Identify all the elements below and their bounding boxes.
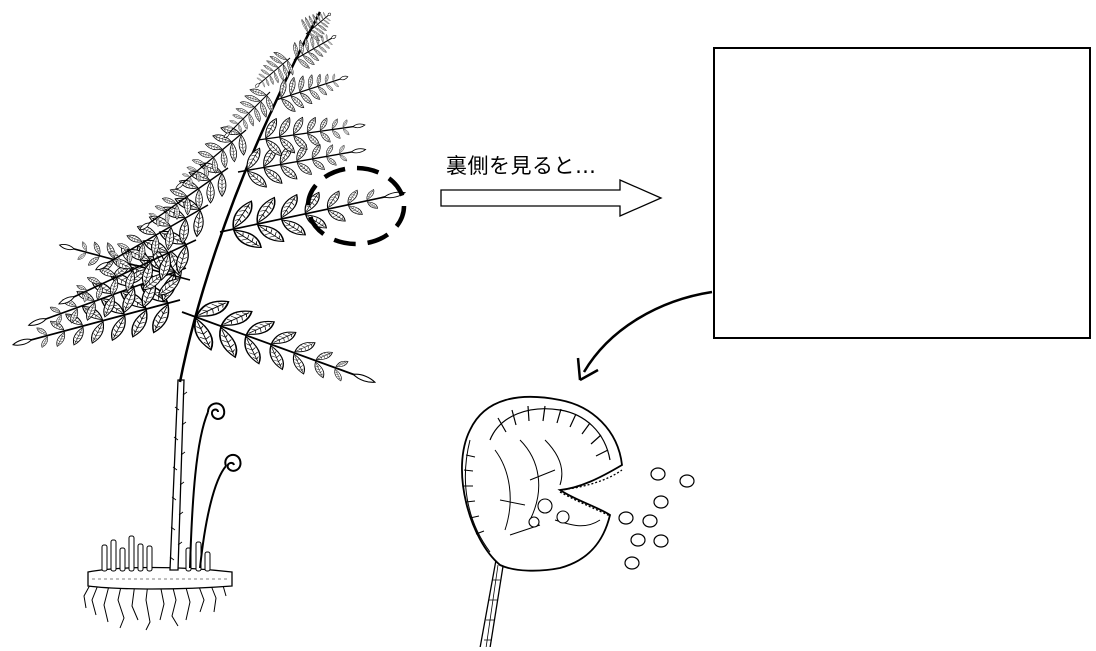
fern-illustration: [6, 1, 410, 631]
answer-box: [713, 47, 1091, 339]
curved-pointer-arrow: [576, 290, 713, 382]
highlight-dashed-circle: [305, 165, 407, 247]
released-spores: [618, 467, 695, 570]
fern-pinnae: [6, 1, 410, 409]
fiddleheads: [189, 402, 242, 569]
right-arrow: [440, 179, 663, 217]
fern-stipe: [169, 379, 185, 571]
sporangium-illustration: [461, 395, 623, 649]
arrow-label: 裏側を見ると…: [446, 154, 597, 178]
fern-rhizome: [87, 566, 233, 590]
